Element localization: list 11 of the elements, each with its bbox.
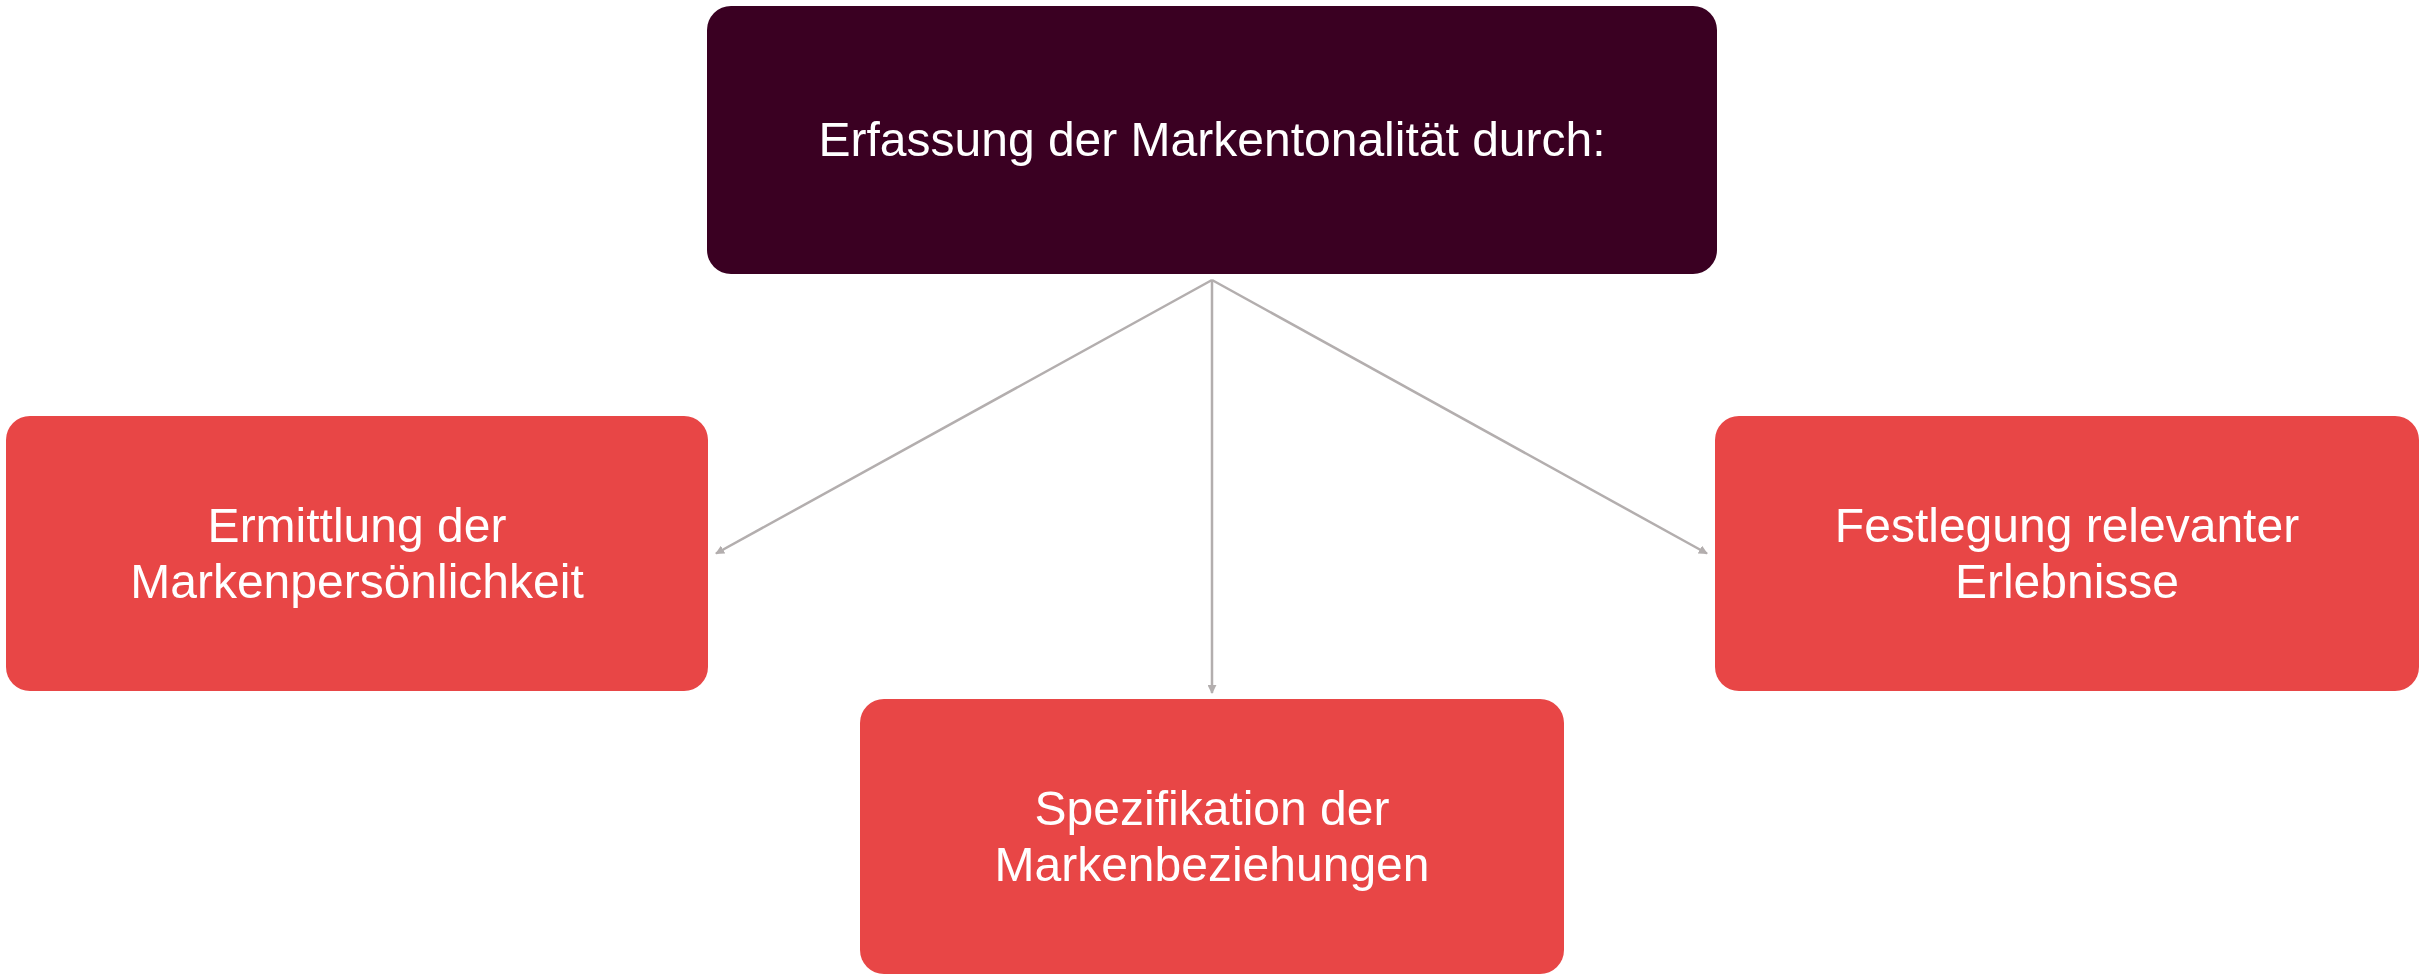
arrow [1211, 278, 1708, 555]
box-label: Ermittlung der Markenpersönlichkeit [129, 498, 585, 609]
box-label: Festlegung relevanter Erlebnisse [1833, 498, 2301, 609]
process-box [1715, 416, 2419, 691]
process-box [6, 416, 708, 691]
box-label: Spezifikation der Markenbeziehungen [993, 781, 1431, 892]
process-box [860, 699, 1564, 974]
process-box [707, 6, 1717, 274]
box-label: Erfassung der Markentonalität durch: [818, 112, 1606, 168]
arrow [1207, 280, 1217, 694]
arrow [715, 278, 1213, 555]
